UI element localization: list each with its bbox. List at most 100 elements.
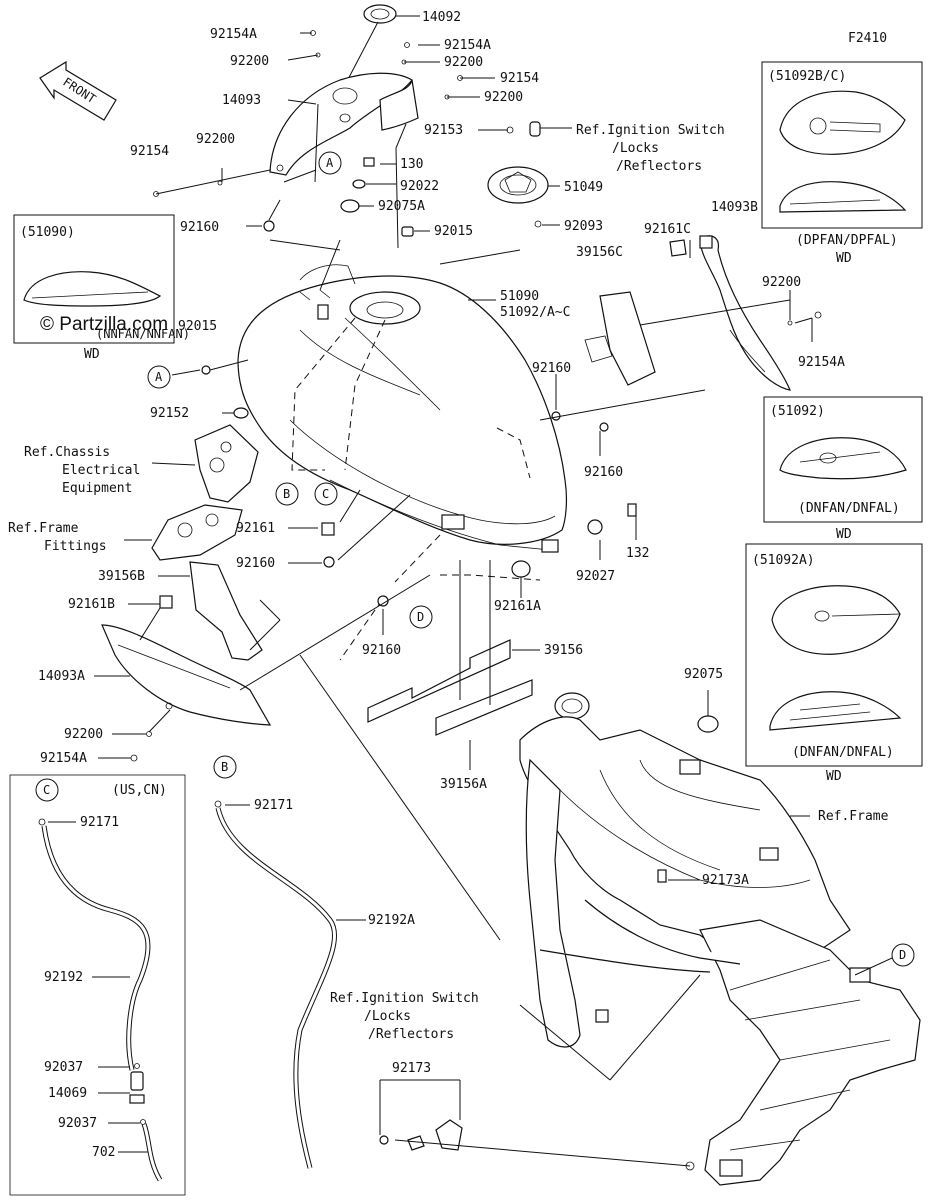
- part-label-92027: 92027: [576, 569, 615, 584]
- svg-text:Equipment: Equipment: [62, 481, 132, 496]
- reference-frame: Ref.Frame: [818, 809, 889, 824]
- part-label-92037: 92037: [44, 1060, 83, 1075]
- part-label-92075: 92075: [684, 667, 723, 682]
- part-label-92154a: 92154A: [798, 355, 845, 370]
- callout-d-frame: D: [891, 943, 915, 967]
- callout-a-left: A: [147, 365, 171, 389]
- callout-c: C: [314, 482, 338, 506]
- svg-text:(NNFAN/NNFAN): (NNFAN/NNFAN): [96, 327, 190, 341]
- part-label-92161b: 92161B: [68, 597, 115, 612]
- svg-text:/Reflectors: /Reflectors: [616, 159, 702, 174]
- svg-text:D: D: [417, 610, 424, 624]
- bolt-icon: [263, 157, 414, 237]
- part-label-92160: 92160: [236, 556, 275, 571]
- frame-icon: [519, 692, 921, 1186]
- svg-text:Electrical: Electrical: [62, 463, 140, 478]
- part-label-92200: 92200: [444, 55, 483, 70]
- part-label-39156a: 39156A: [440, 777, 487, 792]
- svg-text:(DNFAN/DNFAL): (DNFAN/DNFAL): [798, 501, 900, 516]
- part-label-92015: 92015: [178, 319, 217, 334]
- callout-b-hose: B: [213, 755, 237, 779]
- part-label-14092: 14092: [422, 10, 461, 25]
- part-label-92173: 92173: [392, 1061, 431, 1076]
- part-label-92022: 92022: [400, 179, 439, 194]
- bracket-icon: [151, 407, 259, 561]
- pad-icon: [367, 639, 533, 736]
- part-label-92160: 92160: [362, 643, 401, 658]
- svg-text:C: C: [43, 783, 50, 797]
- svg-text:A: A: [155, 370, 163, 384]
- svg-text:WD: WD: [84, 347, 100, 362]
- part-label-92015: 92015: [434, 224, 473, 239]
- inset-51092b-c: (51092B/C) (DPFAN/DPFAL) WD: [761, 61, 923, 266]
- part-label-132: 132: [626, 546, 649, 561]
- part-number-labels: 14092 92154A 92200 92154A 92200 92154 92…: [38, 10, 845, 1160]
- svg-text:(51090): (51090): [20, 225, 75, 240]
- part-label-92192a: 92192A: [368, 913, 415, 928]
- pad-icon: [584, 291, 656, 386]
- reference-chassis-electrical: Ref.Chassis Electrical Equipment: [24, 445, 140, 496]
- part-label-92154a: 92154A: [40, 751, 87, 766]
- part-label-92160: 92160: [180, 220, 219, 235]
- part-label-92154: 92154: [130, 144, 169, 159]
- part-label-39156c-visible: 39156C: [576, 245, 623, 260]
- part-label-51092-a-c: 51092/A~C: [500, 305, 570, 320]
- part-label-92154a: 92154A: [210, 27, 257, 42]
- callout-b: B: [275, 482, 299, 506]
- part-label-14093b: 14093B: [711, 200, 758, 215]
- inset-51092: (51092) (DNFAN/DNFAL) WD: [763, 396, 923, 542]
- svg-text:B: B: [221, 760, 228, 774]
- reference-frame-fittings: Ref.Frame Fittings: [8, 521, 107, 554]
- svg-text:D: D: [899, 948, 906, 962]
- reference-ignition-top: Ref.Ignition Switch /Locks /Reflectors: [576, 123, 725, 174]
- screw-icon: [153, 30, 514, 197]
- part-label-92075a: 92075A: [378, 199, 425, 214]
- part-label-92160: 92160: [532, 361, 571, 376]
- valve-icon: [379, 1119, 463, 1151]
- inset-51090: (51090) (NNFAN/NNFAN) WD © Partzilla.com: [13, 214, 190, 362]
- leader-lines: [48, 32, 893, 1167]
- part-label-92161c: 92161C: [644, 222, 691, 237]
- top-shroud-icon: [269, 72, 419, 176]
- callout-d-mid: D: [409, 605, 433, 629]
- pad-icon: [189, 561, 263, 661]
- part-label-92192: 92192: [44, 970, 83, 985]
- part-label-14069: 14069: [48, 1086, 87, 1101]
- part-label-92161: 92161: [236, 521, 275, 536]
- part-label-39156: 39156: [544, 643, 583, 658]
- svg-text:Ref.Ignition Switch: Ref.Ignition Switch: [576, 123, 725, 138]
- svg-text:(51092B/C): (51092B/C): [768, 69, 846, 84]
- callout-a-top: A: [318, 151, 342, 175]
- part-label-14093: 14093: [222, 93, 261, 108]
- svg-text:Ref.Chassis: Ref.Chassis: [24, 445, 110, 460]
- inset-us-cn: (US,CN): [9, 774, 186, 1196]
- fuel-tank-icon: [237, 264, 568, 553]
- svg-text:WD: WD: [836, 527, 852, 542]
- svg-text:Ref.Ignition Switch: Ref.Ignition Switch: [330, 991, 479, 1006]
- svg-text:/Locks: /Locks: [612, 141, 659, 156]
- part-label-92171: 92171: [80, 815, 119, 830]
- part-label-92160: 92160: [584, 465, 623, 480]
- part-label-92154: 92154: [500, 71, 539, 86]
- part-label-51049: 51049: [564, 180, 603, 195]
- part-label-702: 702: [92, 1145, 115, 1160]
- grommet-icon: [201, 365, 637, 607]
- part-label-92173a: 92173A: [702, 873, 749, 888]
- part-label-92093: 92093: [564, 219, 603, 234]
- part-label-130: 130: [400, 157, 423, 172]
- part-label-92154a: 92154A: [444, 38, 491, 53]
- svg-text:/Reflectors: /Reflectors: [368, 1027, 454, 1042]
- part-label-39156b: 39156B: [98, 569, 145, 584]
- svg-text:C: C: [322, 487, 329, 501]
- part-label-92161a: 92161A: [494, 599, 541, 614]
- svg-text:(51092): (51092): [770, 404, 825, 419]
- svg-text:(DPFAN/DPFAL): (DPFAN/DPFAL): [796, 233, 898, 248]
- part-label-51090: 51090: [500, 289, 539, 304]
- svg-text:WD: WD: [826, 769, 842, 784]
- part-label-92200: 92200: [762, 275, 801, 290]
- part-label-92037: 92037: [58, 1116, 97, 1131]
- inset-51092a: (51092A) (DNFAN/DNFAL) WD: [745, 543, 923, 784]
- part-label-92200: 92200: [484, 90, 523, 105]
- part-label-92171: 92171: [254, 798, 293, 813]
